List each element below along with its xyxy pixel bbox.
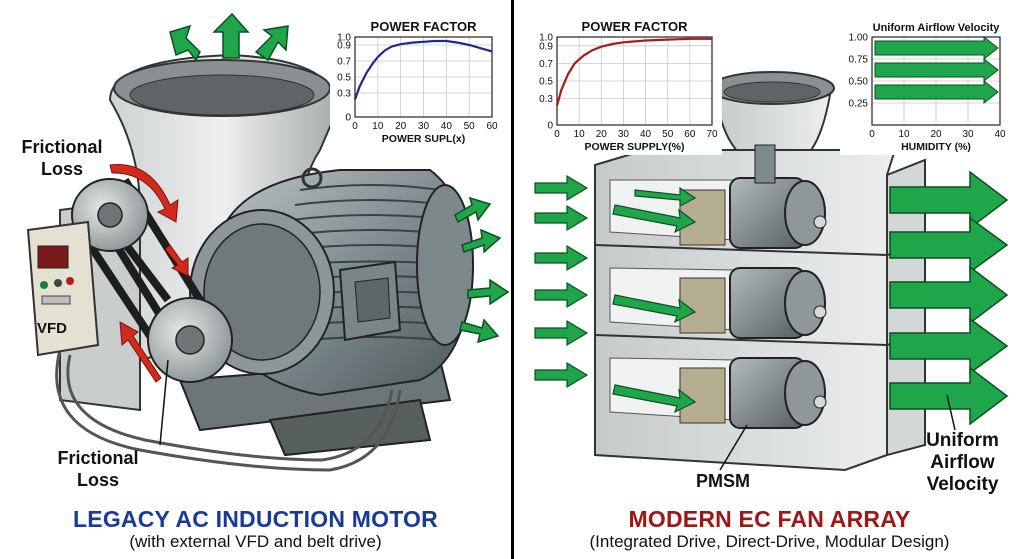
panel-divider [511,0,514,559]
x-axis-label: POWER SUPPLY(%) [585,141,685,153]
pointer-lines [719,394,956,471]
y-tick-label: 0.3 [539,94,553,105]
x-tick-label: 40 [640,129,652,140]
ec-fan-array-illustration [534,71,1009,472]
frictional-loss-label-bottom: Frictional Loss [48,447,148,491]
uniform-line-3: Velocity [926,474,999,495]
x-tick-label: 0 [869,129,875,140]
frictional-loss-line-2: Loss [40,159,83,179]
chart-title: POWER FACTOR [371,19,478,34]
chart-title: POWER FACTOR [582,19,689,34]
plot-frame [556,36,713,126]
y-tick-label: 0.5 [337,73,351,84]
x-tick-label: 10 [372,121,384,132]
y-tick-label: 0 [547,121,553,132]
legacy-title: LEGACY AC INDUCTION MOTOR [73,506,438,532]
x-tick-label: 60 [486,121,498,132]
airflow-bar-arrow [874,35,999,61]
series-line [555,37,712,106]
ec-motor-row-2 [679,267,827,339]
uniform-airflow-label: Uniform Airflow Velocity [915,430,1010,496]
x-tick-label: 10 [898,129,910,140]
power-factor-chart-modern: POWER FACTOR 0 10 20 30 40 50 60 70 0 0.3 0.5 0.7 0.9… [532,15,722,155]
ec-motor-row-3 [679,357,827,429]
plot-frame [354,36,493,118]
y-tick-label: 0.7 [337,57,351,68]
y-tick-label: 0 [345,113,351,124]
airflow-velocity-chart: Uniform Airflow Velocity 0 10 20 30 40 0.25 0.5… [840,15,1010,155]
frictional-loss-label-top: Frictional Loss [12,136,112,180]
friction-arrows [109,164,189,383]
airflow-bar-arrow [874,79,999,105]
x-tick-label: 40 [994,129,1006,140]
x-tick-label: 20 [395,121,407,132]
uniform-line-2: Airflow [930,452,995,473]
x-tick-label: 20 [930,129,942,140]
x-tick-label: 20 [596,129,608,140]
airflow-exhaust-arrows [169,12,289,62]
vfd-label: VFD [37,320,67,337]
uniform-line-1: Uniform [926,430,999,451]
plot-frame [871,36,1001,126]
y-tick-label: 0.5 [539,77,553,88]
pmsm-label: PMSM [696,471,750,491]
x-tick-label: 10 [574,129,586,140]
y-tick-label: 1.0 [337,33,351,44]
y-tick-label: 1.00 [849,33,869,44]
frictional-loss-line-2: Loss [76,470,119,490]
y-tick-label: 0.50 [849,77,869,88]
x-tick-label: 70 [706,129,718,140]
modern-title: MODERN EC FAN ARRAY [628,506,911,532]
x-axis-label: HUMIDITY (%) [901,141,971,153]
y-tick-label: 0.3 [337,89,351,100]
ec-fan-array-panel: POWER FACTOR 0 10 20 30 40 50 60 70 0 0.3 0.5 0.7 0.9… [515,0,1024,559]
internal-airflow-arrows [612,186,697,414]
power-factor-chart-legacy: POWER FACTOR 0 10 20 30 40 50 60 0 0.3 0.5 0.7 0.91.… [330,15,500,145]
vfd-unit [26,220,100,357]
airflow-bar-arrow [874,57,999,83]
x-axis-label: POWER SUPL(x) [382,133,465,145]
series-line [353,39,493,100]
ac-motor [189,167,474,397]
frictional-loss-line-1: Frictional [57,448,139,468]
inbound-airflow-arrows [534,174,589,389]
x-tick-label: 30 [618,129,630,140]
y-tick-label: 0.75 [849,55,869,66]
legacy-subtitle: (with external VFD and belt drive) [129,532,382,551]
x-tick-label: 50 [662,129,674,140]
frictional-loss-line-1: Frictional [21,137,103,157]
x-tick-label: 60 [684,129,696,140]
belt-drive [71,177,233,383]
outbound-airflow-arrows [889,170,1009,426]
y-tick-label: 1.0 [539,33,553,44]
airflow-side-arrows [454,196,510,344]
y-tick-label: 0.9 [539,41,553,52]
modern-subtitle: (Integrated Drive, Direct-Drive, Modular… [589,532,950,551]
legacy-motor-illustration [26,12,510,472]
x-tick-label: 30 [418,121,430,132]
pointer-lines [159,359,169,446]
y-tick-label: 0.7 [539,59,553,70]
chart-title: Uniform Airflow Velocity [873,22,1001,34]
y-tick-label: 0.9 [337,41,351,52]
x-tick-label: 40 [441,121,453,132]
y-tick-label: 0.25 [849,99,869,110]
x-tick-label: 0 [352,121,358,132]
x-tick-label: 50 [464,121,476,132]
x-tick-label: 30 [962,129,974,140]
intake-cone [709,71,835,161]
x-tick-label: 0 [554,129,560,140]
drive-cables [55,349,402,472]
